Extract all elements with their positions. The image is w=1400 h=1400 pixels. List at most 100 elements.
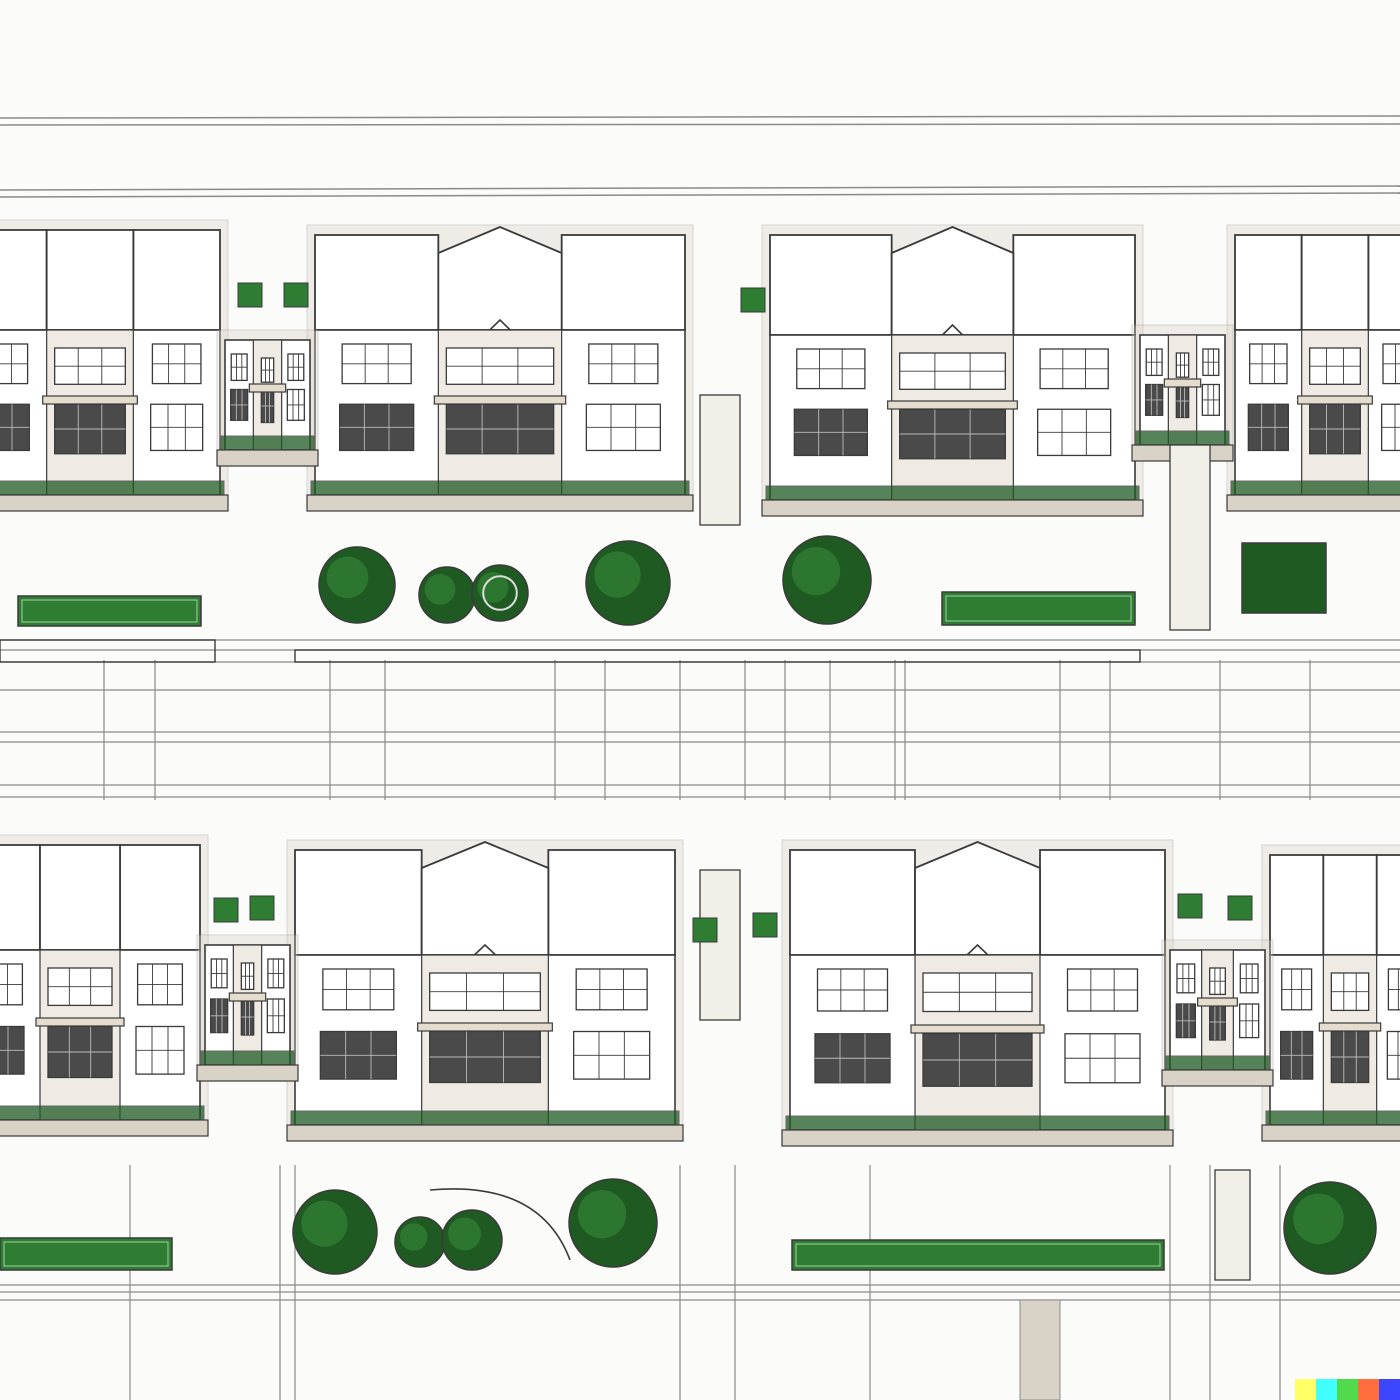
house-2: [306, 224, 694, 512]
hedge: [220, 435, 315, 451]
roof-panel: [789, 849, 916, 956]
tree-highlight: [791, 547, 841, 596]
rule-line: [0, 185, 1400, 191]
balcony: [1163, 378, 1202, 388]
roof-panel: [0, 844, 41, 951]
shrub: [752, 912, 778, 938]
sidewalk-curb: [0, 639, 216, 663]
hedge: [1230, 480, 1400, 496]
tree-a: [318, 546, 396, 624]
plinth: [306, 494, 694, 512]
house-12: [1161, 939, 1274, 1087]
roof-panel: [769, 234, 893, 336]
tree-h: [441, 1209, 503, 1271]
roof-panel: [560, 234, 686, 331]
ruled-lines: [0, 115, 1400, 198]
roof-panel: [0, 229, 48, 331]
tree-e: [782, 535, 872, 625]
lawn-strip: [941, 591, 1136, 626]
roof-panel: [1269, 854, 1325, 956]
rule-line: [0, 192, 1400, 198]
tree-d: [585, 540, 671, 626]
balcony: [417, 1022, 553, 1032]
roof-panel: [132, 229, 221, 331]
plinth: [1161, 1069, 1274, 1087]
hedge: [0, 480, 225, 496]
hedge: [785, 1115, 1170, 1131]
hedge: [200, 1050, 295, 1066]
balcony: [1297, 395, 1373, 405]
roof-panel: [547, 849, 676, 956]
watermark-swatch: [1316, 1379, 1337, 1400]
lawn-strip: [17, 595, 202, 627]
hedge: [1135, 430, 1230, 446]
lawn-edge: [3, 1241, 169, 1267]
lawn-strip: [791, 1239, 1165, 1271]
tree-highlight: [577, 1190, 627, 1239]
lawn-d: [791, 1239, 1165, 1271]
lawn-edge: [945, 595, 1132, 622]
balcony: [887, 400, 1018, 410]
tree-highlight: [400, 1223, 428, 1251]
tower-detail: [699, 869, 741, 1021]
roof-panel: [1367, 234, 1400, 331]
lawn-edge: [795, 1243, 1161, 1267]
balcony: [228, 992, 267, 1002]
house-8: [286, 839, 684, 1142]
tower-detail: [1214, 1169, 1251, 1281]
roof-panel: [1300, 234, 1370, 331]
balcony: [1197, 997, 1238, 1007]
tower-detail: [699, 394, 741, 526]
tree-highlight: [477, 572, 509, 603]
roof-panel: [1039, 849, 1166, 956]
house-10: [1261, 844, 1400, 1142]
shrub: [1227, 895, 1253, 921]
plinth: [781, 1129, 1174, 1147]
roof-panel: [294, 849, 423, 956]
tree-highlight: [448, 1217, 481, 1251]
roof-panel: [39, 844, 121, 951]
lawn-edge: [21, 599, 198, 623]
tree-i: [568, 1178, 658, 1268]
tower-detail: [1169, 444, 1211, 631]
tree-c: [471, 564, 529, 622]
balcony: [910, 1024, 1045, 1034]
house-3: [761, 224, 1144, 517]
house-11: [196, 934, 299, 1082]
tree-highlight: [301, 1200, 348, 1247]
hedge: [0, 1105, 205, 1121]
street-marking: [1019, 1299, 1061, 1400]
hedge-block: [1241, 542, 1327, 614]
rule-line: [0, 123, 1400, 126]
shrub: [213, 897, 239, 923]
shrub: [249, 895, 275, 921]
roof-panel: [45, 229, 135, 331]
roof-panel: [119, 844, 201, 951]
plinth: [0, 494, 229, 512]
house-4: [1226, 224, 1400, 512]
tree-highlight: [424, 574, 456, 605]
lawn-b: [941, 591, 1136, 626]
house-7: [0, 834, 209, 1137]
house-9: [781, 839, 1174, 1147]
hedge: [290, 1110, 680, 1126]
watermark-swatch: [1337, 1379, 1358, 1400]
curved-path: [429, 1188, 571, 1261]
tree-j: [1283, 1181, 1377, 1275]
shrub: [692, 917, 718, 943]
hedge: [765, 485, 1140, 501]
tree-highlight: [326, 556, 369, 599]
house-rows: [0, 219, 1400, 1281]
plinth: [0, 1119, 209, 1137]
roof-panel: [1322, 854, 1378, 956]
roof-panel: [314, 234, 440, 331]
tree-f: [292, 1189, 378, 1275]
watermark-swatch: [1379, 1379, 1400, 1400]
balcony: [1318, 1022, 1382, 1032]
balcony: [433, 395, 567, 405]
plinth: [216, 449, 319, 467]
lawn-c: [0, 1237, 173, 1271]
plinth: [1261, 1124, 1400, 1142]
